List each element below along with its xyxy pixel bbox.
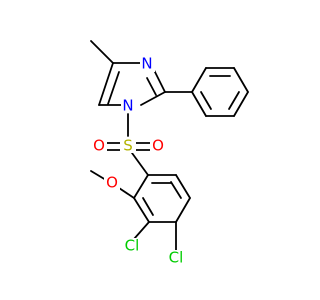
aryl-inner-2 (170, 181, 182, 199)
bond-c4-c5-inner (107, 71, 120, 105)
bond-o-methyl (90, 170, 107, 181)
bond-c2-n1 (140, 91, 166, 106)
atom-oxygen-methoxy: O (106, 174, 118, 192)
structure-svg: N N S O O O Cl Cl (90, 40, 249, 267)
phenyl-inner-2 (228, 91, 240, 110)
molecule-diagram: N N S O O O Cl Cl (90, 40, 249, 267)
atom-sulfur: S (123, 137, 133, 155)
phenyl-ring (164, 67, 249, 117)
bond-s-aryl (131, 152, 149, 176)
bond-c4-c5 (98, 62, 114, 106)
bond-aryl-cl-left (133, 221, 150, 240)
atom-chlorine-left: Cl (125, 237, 140, 255)
atom-labels: N N S O O O Cl Cl (91, 55, 187, 267)
sulfonyl-group (105, 113, 151, 176)
bond-n3-c2-inner (146, 77, 157, 96)
atom-n-bottom: N (122, 97, 133, 115)
imidazole-ring (90, 40, 166, 106)
aryl-bond-5 (175, 174, 191, 199)
atom-oxygen-right: O (152, 137, 164, 155)
bond-n3-c2 (153, 69, 166, 93)
phenyl-bond-6 (191, 91, 207, 117)
phenyl-inner-3 (200, 91, 212, 110)
atom-oxygen-left: O (93, 137, 105, 155)
atom-n-top: N (141, 55, 152, 73)
phenyl-bond-1 (191, 67, 207, 93)
phenyl-bond-3 (233, 67, 249, 93)
bond-c4-methyl (90, 40, 114, 64)
aryl-ring (90, 170, 191, 251)
aryl-inner-1 (142, 197, 154, 216)
bond-aryl-o (118, 187, 135, 199)
atom-chlorine-right: Cl (169, 249, 184, 267)
phenyl-bond-4 (233, 91, 249, 117)
aryl-bond-2 (133, 197, 150, 223)
aryl-bond-4 (175, 197, 191, 223)
aryl-bond-1 (133, 174, 149, 199)
